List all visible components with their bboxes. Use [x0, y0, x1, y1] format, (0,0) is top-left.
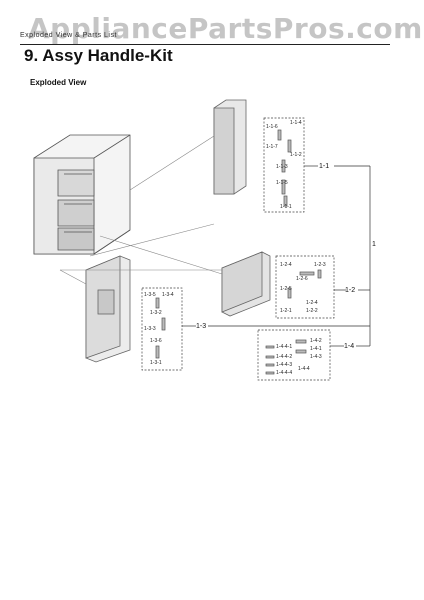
label-1-4-4-2: 1-4-4-2: [276, 354, 292, 360]
label-1-3-2: 1-3-2: [150, 310, 162, 316]
header-divider: [20, 44, 390, 45]
callout-1-1: 1-1: [319, 163, 329, 170]
box-1-3: [141, 287, 183, 371]
label-1-1-6: 1-1-6: [266, 124, 278, 130]
label-1-3-6: 1-3-6: [150, 338, 162, 344]
part-boxes: [141, 117, 335, 381]
label-1-1-7: 1-1-7: [266, 144, 278, 150]
callout-main: 1: [372, 241, 376, 248]
label-1-3-5: 1-3-5: [144, 292, 156, 298]
refrigerator-illustration: [33, 134, 131, 255]
label-1-3-1: 1-3-1: [150, 360, 162, 366]
label-1-1-5: 1-1-5: [276, 180, 288, 186]
label-1-1-4: 1-1-4: [290, 120, 302, 126]
label-1-1-2: 1-1-2: [290, 152, 302, 158]
label-1-4-4: 1-4-4: [298, 366, 310, 372]
label-1-3-3: 1-3-3: [144, 326, 156, 332]
drawer-illustration: [221, 251, 271, 317]
label-1-3-4: 1-3-4: [162, 292, 174, 298]
label-1-4-3: 1-4-3: [310, 354, 322, 360]
page-title: 9. Assy Handle-Kit: [24, 46, 173, 65]
label-1-2-6: 1-2-6: [296, 276, 308, 282]
section-label: Exploded View: [30, 78, 87, 87]
label-1-1-1: 1-1-1: [280, 204, 292, 210]
label-1-2-4a: 1-2-4: [280, 262, 292, 268]
header-caption: Exploded View & Parts List: [20, 32, 117, 39]
label-1-2-3: 1-2-3: [314, 262, 326, 268]
label-1-2-4b: 1-2-4: [306, 300, 318, 306]
right-door-illustration: [213, 99, 247, 195]
callout-1-2: 1-2: [345, 287, 355, 294]
box-1-2: [275, 255, 335, 319]
label-1-1-3: 1-1-3: [276, 164, 288, 170]
callout-1-4: 1-4: [344, 343, 354, 350]
label-1-4-2: 1-4-2: [310, 338, 322, 344]
label-1-2-5: 1-2-5: [280, 286, 292, 292]
leader-lines: [59, 135, 223, 285]
label-1-4-4-1: 1-4-4-1: [276, 344, 292, 350]
label-1-4-4-4: 1-4-4-4: [276, 370, 292, 376]
box-1-4: [257, 329, 331, 381]
watermark-text: AppliancePartsPros.com: [28, 12, 423, 45]
callout-1-3: 1-3: [196, 323, 206, 330]
label-1-2-1: 1-2-1: [280, 308, 292, 314]
label-1-2-2: 1-2-2: [306, 308, 318, 314]
box-1-1: [263, 117, 305, 213]
label-1-4-4-3: 1-4-4-3: [276, 362, 292, 368]
part-shapes: [155, 129, 322, 375]
left-door-illustration: [85, 255, 131, 363]
callout-connectors: [182, 165, 371, 347]
label-1-4-1: 1-4-1: [310, 346, 322, 352]
